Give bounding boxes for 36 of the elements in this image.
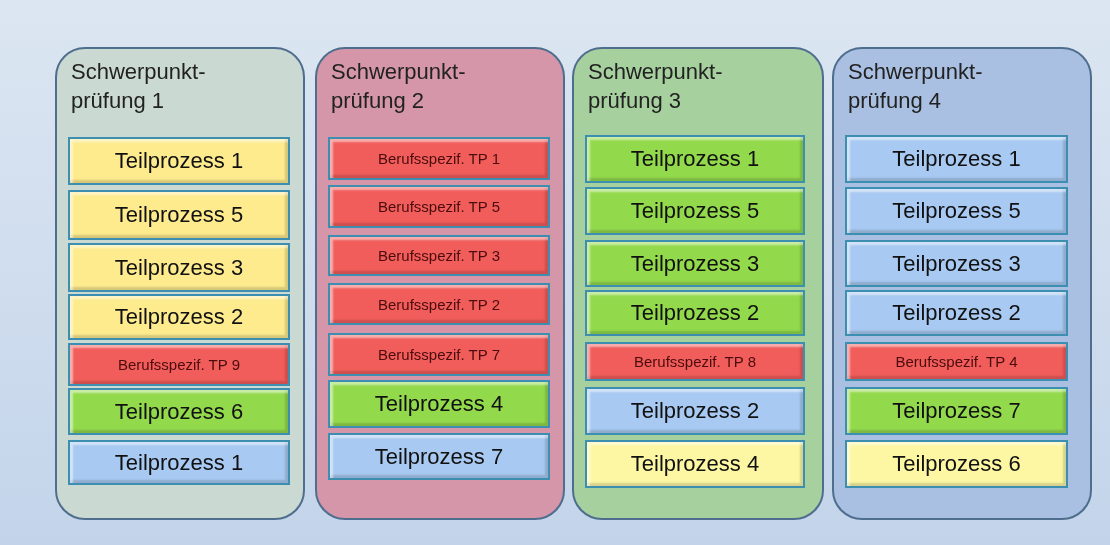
process-box: Teilprozess 4 (328, 380, 550, 428)
process-box: Teilprozess 5 (585, 187, 805, 235)
process-box: Teilprozess 2 (68, 294, 290, 340)
group-panel (315, 47, 565, 520)
process-box: Teilprozess 1 (68, 137, 290, 185)
process-box: Teilprozess 7 (845, 387, 1068, 435)
process-box: Berufsspezif. TP 2 (328, 283, 550, 325)
process-box: Berufsspezif. TP 3 (328, 235, 550, 276)
process-box: Teilprozess 2 (585, 290, 805, 336)
process-box: Berufsspezif. TP 5 (328, 185, 550, 228)
panel-heading: Schwerpunkt- prüfung 2 (331, 58, 467, 115)
process-box: Teilprozess 2 (585, 387, 805, 435)
group-panel (572, 47, 824, 520)
panel-heading: Schwerpunkt- prüfung 4 (848, 58, 984, 115)
process-box: Berufsspezif. TP 4 (845, 342, 1068, 381)
process-box: Teilprozess 1 (845, 135, 1068, 183)
process-box: Teilprozess 1 (68, 440, 290, 485)
process-box: Teilprozess 3 (585, 240, 805, 287)
process-box: Berufsspezif. TP 7 (328, 333, 550, 376)
process-box: Berufsspezif. TP 9 (68, 343, 290, 386)
process-box: Teilprozess 3 (68, 243, 290, 292)
group-panel (832, 47, 1092, 520)
process-box: Teilprozess 5 (68, 190, 290, 240)
panel-heading: Schwerpunkt- prüfung 1 (71, 58, 207, 115)
process-box: Teilprozess 6 (68, 388, 290, 435)
process-box: Berufsspezif. TP 1 (328, 137, 550, 180)
process-box: Teilprozess 1 (585, 135, 805, 183)
process-box: Teilprozess 3 (845, 240, 1068, 287)
process-box: Berufsspezif. TP 8 (585, 342, 805, 381)
process-box: Teilprozess 6 (845, 440, 1068, 488)
process-box: Teilprozess 4 (585, 440, 805, 488)
panel-heading: Schwerpunkt- prüfung 3 (588, 58, 724, 115)
process-box: Teilprozess 2 (845, 290, 1068, 336)
process-box: Teilprozess 5 (845, 187, 1068, 235)
process-box: Teilprozess 7 (328, 433, 550, 480)
group-panel (55, 47, 305, 520)
